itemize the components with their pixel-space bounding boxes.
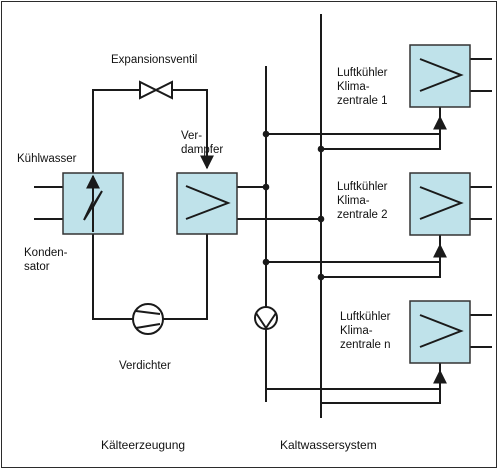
air-cooler-n-icon — [409, 300, 471, 364]
expansion-valve-label: Expansionsventil — [111, 54, 198, 66]
cooler2-label-line2: Klima- — [337, 195, 370, 207]
section-label-chilled-water: Kaltwassersystem — [280, 438, 377, 452]
junction-dots — [262, 130, 325, 281]
condenser-label-line1: Konden- — [24, 247, 68, 259]
air-stubs — [470, 58, 492, 348]
cooler1-label-line1: Luftkühler — [337, 67, 388, 79]
evaporator-label-line2: dampfer — [181, 144, 224, 156]
junction-dot — [317, 273, 325, 281]
air-cooler-1-icon — [409, 44, 471, 108]
cooler1-label-line2: Klima- — [337, 81, 370, 93]
cooler2-label-line3: zentrale 2 — [337, 209, 388, 221]
coolern-label-line2: Klima- — [340, 325, 373, 337]
junction-dot — [262, 130, 270, 138]
coolern-label-line1: Luftkühler — [340, 311, 391, 323]
condenser-label-line2: sator — [24, 261, 50, 273]
evaporator-outlets — [237, 186, 321, 220]
condenser-icon — [62, 172, 124, 235]
cooler1-label-line3: zentrale 1 — [337, 95, 388, 107]
cooling-water-lines — [34, 186, 63, 220]
air-cooler-2-icon — [409, 172, 471, 236]
junction-dot — [262, 183, 270, 191]
coolern-label-line3: zentrale n — [340, 339, 391, 351]
evaporator-icon — [176, 172, 238, 235]
section-label-refrigeration: Kälteerzeugung — [101, 438, 186, 452]
pump-icon — [254, 306, 278, 330]
chilled-water-headers — [265, 14, 322, 418]
compressor-label: Verdichter — [119, 360, 171, 372]
junction-dot — [317, 215, 325, 223]
cooling-water-label: Kühlwasser — [17, 153, 77, 165]
compressor-icon — [132, 303, 164, 335]
refrigerant-circuit — [92, 89, 214, 320]
expansion-valve-icon — [139, 80, 173, 100]
cooler2-label-line1: Luftkühler — [337, 181, 388, 193]
junction-dot — [262, 258, 270, 266]
junction-dot — [317, 145, 325, 153]
evaporator-label-line1: Ver- — [181, 130, 203, 142]
